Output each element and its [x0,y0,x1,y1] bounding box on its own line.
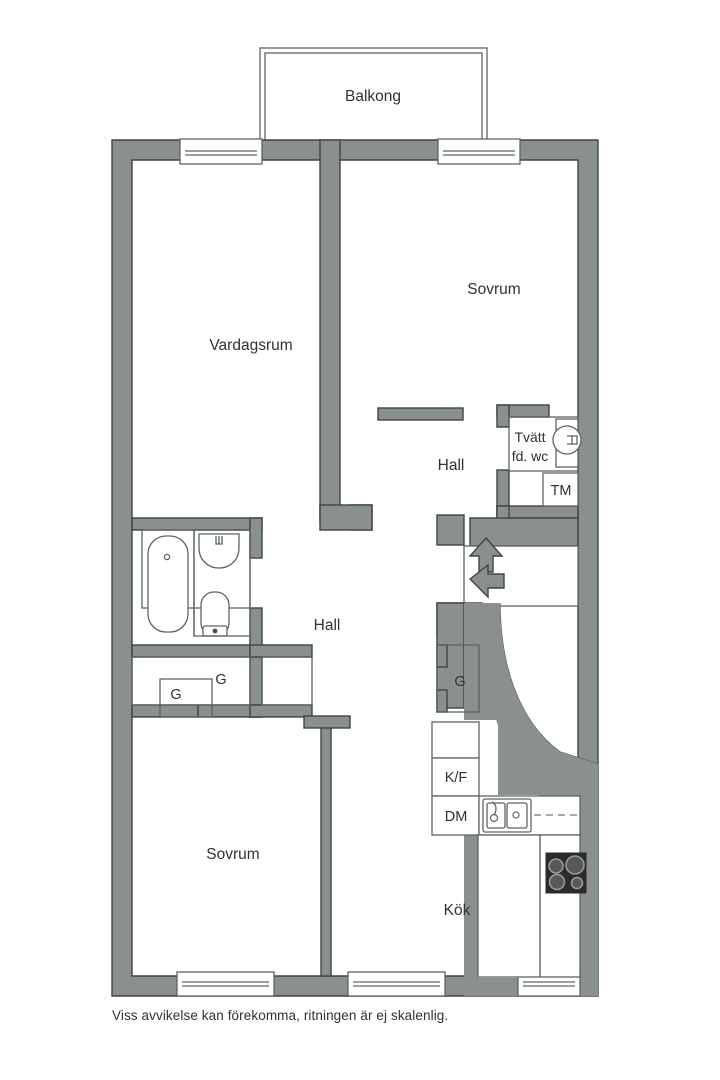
room-label-sovrum-upper: Sovrum [467,281,520,298]
fixture-labels: Tvätt fd. wc TM G G G K/F DM [170,429,571,825]
entry-arrows [468,536,505,599]
room-label-vardagsrum: Vardagsrum [209,337,292,354]
label-garderob-2: G [215,672,226,688]
window-sovrum-bottom [176,971,275,997]
room-labels: Balkong Vardagsrum Sovrum Hall Hall Sovr… [206,88,520,919]
toilet-icon [200,591,230,637]
kitchen-fixtures [431,644,587,978]
label-garderob-1: G [170,687,181,703]
room-label-hall-upper: Hall [438,457,465,474]
bathtub-icon [147,535,189,633]
balcony-outline [259,47,488,147]
window-vardagsrum-top [179,138,263,165]
laundry-fixtures [508,416,582,507]
plan-caption: Viss avvikelse kan förekomma, ritningen … [112,1008,449,1023]
closets-left [131,656,313,718]
stove-icon [545,852,587,894]
washbasin-icon [198,533,240,569]
room-label-balkong: Balkong [345,88,401,105]
label-fd-wc: fd. wc [512,448,549,464]
kitchen-sink-icon [482,798,532,833]
label-tvatt: Tvätt [514,429,545,445]
room-label-hall-lower: Hall [314,617,341,634]
bathroom-fixtures [141,529,251,637]
label-garderob-3: G [454,674,465,690]
window-sovrum-top [437,138,521,165]
washing-machine-box [542,472,579,507]
room-label-kok: Kök [444,902,471,919]
label-kyl-frys: K/F [445,770,468,786]
arrow-left-icon [468,563,505,599]
room-label-sovrum-lower: Sovrum [206,846,259,863]
window-kok-left [347,971,446,997]
label-diskmaskin: DM [445,809,468,825]
label-tm: TM [551,483,572,499]
washer-drum-icon [552,418,582,468]
